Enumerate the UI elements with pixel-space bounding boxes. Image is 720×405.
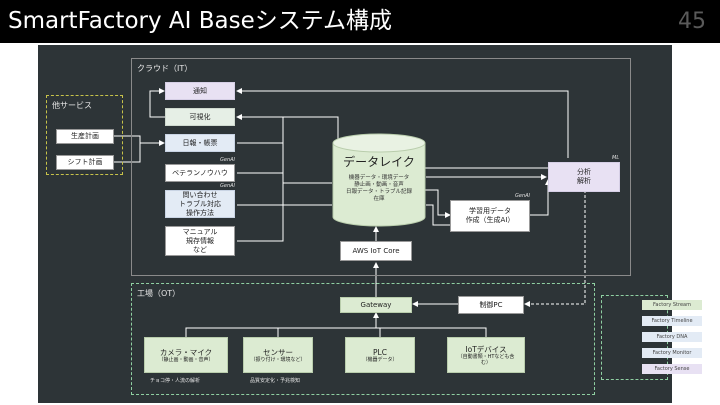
legend-factory-timeline: Factory Timeline	[642, 316, 702, 326]
notify-label: 通知	[193, 86, 207, 95]
iot-device-sub: （自動書類・HTなども含む）	[457, 353, 515, 366]
manual-line-1: マニュアル	[182, 227, 218, 236]
camera-sub: （静止画・動画・音声）	[158, 356, 214, 363]
factory-region-label: 工場（OT）	[137, 289, 181, 298]
reports-box: 日報・帳票	[165, 134, 235, 152]
cloud-region	[131, 58, 631, 276]
gateway-label: Gateway	[360, 300, 392, 309]
veteran-label: ベテランノウハウ	[172, 168, 228, 177]
analysis-line-1: 分析	[577, 168, 591, 176]
control-pc-box: 制御PC	[458, 296, 524, 314]
legend-factory-stream: Factory Stream	[642, 300, 702, 310]
iot-device-box: IoTデバイス （自動書類・HTなども含む）	[447, 337, 525, 373]
title-bar: SmartFactory AI Baseシステム構成 45	[0, 0, 720, 43]
sensor-caption: 品質安定化・予兆検知	[250, 378, 301, 384]
production-plan-box: 生産計画	[56, 129, 114, 144]
data-lake-line-1: 機器データ・環境データ	[348, 175, 410, 181]
factory-region	[131, 283, 595, 395]
inquiry-box: 問い合わせ トラブル対応 操作方法	[165, 190, 235, 218]
cloud-region-label: クラウド（IT）	[137, 64, 193, 73]
veteran-box: ベテランノウハウ	[165, 164, 235, 182]
analysis-box: 分析 解析	[548, 162, 620, 192]
data-lake-cylinder-icon	[332, 133, 426, 227]
plc-title: PLC	[373, 347, 387, 357]
plc-box: PLC （機器データ）	[345, 337, 415, 373]
camera-box: カメラ・マイク （静止画・動画・音声）	[144, 337, 228, 373]
manual-line-2: 規存情報	[186, 236, 214, 245]
ml-tag: ML	[612, 155, 620, 161]
feedback-lines	[38, 45, 672, 403]
legend-factory-monitor: Factory Monitor	[642, 348, 702, 358]
slide-title: SmartFactory AI Baseシステム構成	[8, 8, 393, 34]
learning-data-box: 学習用データ 作成（生成AI）	[450, 200, 530, 232]
sensor-box: センサー （振り付け・環境など）	[243, 337, 313, 373]
learning-data-line-1: 学習用データ	[469, 207, 511, 215]
data-lake-line-3: 日報データ・トラブル記録	[345, 189, 412, 195]
aws-iot-core-label: AWS IoT Core	[352, 246, 400, 255]
sensor-title: センサー	[263, 347, 293, 357]
aws-iot-core-box: AWS IoT Core	[340, 241, 412, 261]
manual-box: マニュアル 規存情報 など	[165, 226, 235, 256]
diagram-canvas: クラウド（IT） 工場（OT） 他サービス 生産計画 シフト計画 通知 可視化 …	[38, 45, 702, 403]
genai-tag-inquiry: GenAI	[220, 183, 236, 189]
sensor-sub: （振り付け・環境など）	[250, 356, 306, 363]
page-number: 45	[678, 9, 706, 34]
data-lake-contents: 機器データ・環境データ 静止画・動画・音声 日報データ・トラブル記録 在庫	[332, 175, 426, 203]
visualize-box: 可視化	[165, 108, 235, 126]
iot-device-title: IoTデバイス	[465, 344, 507, 354]
data-lake-line-2: 静止画・動画・音声	[354, 182, 404, 188]
camera-caption: チョコ停・人流の解析	[150, 378, 201, 384]
learning-data-line-2: 作成（生成AI）	[465, 216, 515, 224]
production-plan-label: 生産計画	[71, 132, 99, 140]
notify-box: 通知	[165, 82, 235, 100]
data-lake-line-4: 在庫	[373, 196, 385, 202]
data-lake: データレイク 機器データ・環境データ 静止画・動画・音声 日報データ・トラブル記…	[332, 133, 426, 227]
shift-plan-box: シフト計画	[56, 155, 114, 170]
manual-line-3: など	[193, 245, 207, 254]
shift-plan-label: シフト計画	[67, 158, 103, 166]
other-services-region	[46, 95, 123, 175]
legend-factory-dna: Factory DNA	[642, 332, 702, 342]
reports-label: 日報・帳票	[182, 138, 218, 147]
legend-factory-sense: Factory Sense	[642, 364, 702, 374]
control-pc-label: 制御PC	[479, 300, 503, 309]
other-services-label: 他サービス	[52, 101, 92, 110]
analysis-line-2: 解析	[577, 177, 591, 185]
visualize-label: 可視化	[189, 112, 211, 121]
genai-tag-learning: GenAI	[515, 193, 531, 199]
inquiry-line-2: トラブル対応	[179, 199, 221, 208]
data-lake-title: データレイク	[343, 155, 415, 169]
genai-tag-veteran: GenAI	[220, 157, 236, 163]
gateway-box: Gateway	[340, 297, 412, 313]
inquiry-line-3: 操作方法	[186, 208, 214, 217]
plc-sub: （機器データ）	[362, 356, 398, 363]
camera-title: カメラ・マイク	[159, 347, 213, 357]
inquiry-line-1: 問い合わせ	[182, 190, 218, 199]
